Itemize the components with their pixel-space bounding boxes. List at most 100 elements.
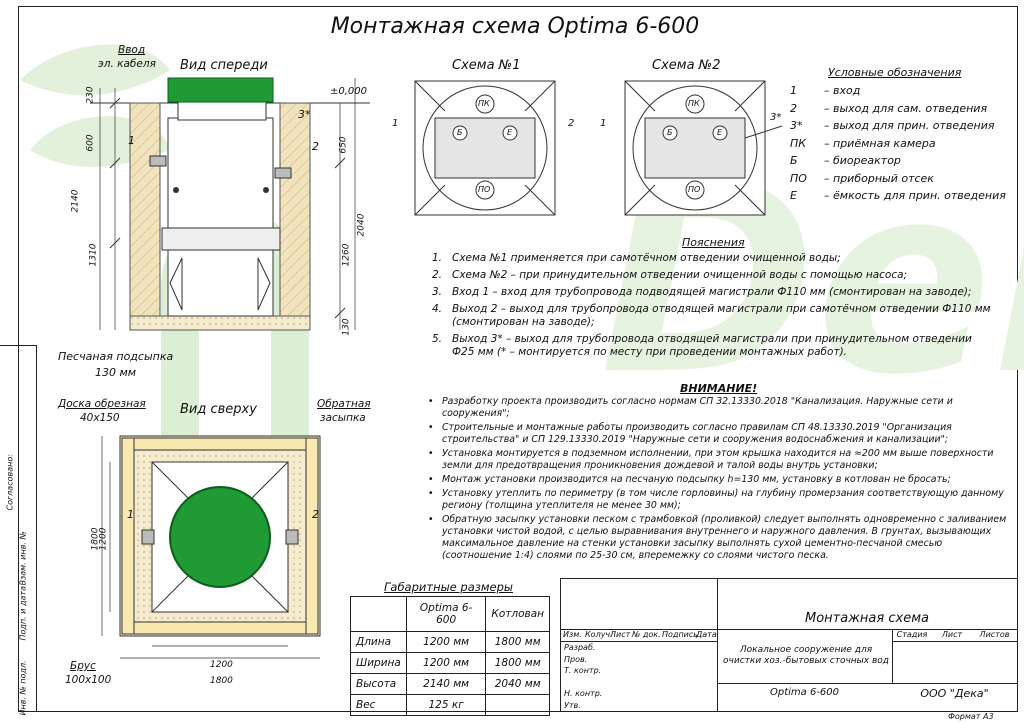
s1-pk: ПК bbox=[478, 99, 490, 108]
note-number: 1. bbox=[432, 252, 443, 264]
legend-list: 1– вход 2– выход для сам. отведения 3*– … bbox=[790, 84, 1015, 207]
table-cell: 1200 мм bbox=[405, 631, 487, 653]
legend-key: 2 bbox=[790, 101, 797, 115]
table-row: Длина 1200 мм 1800 мм bbox=[350, 631, 550, 653]
legend-text: – ёмкость для прин. отведения bbox=[824, 189, 1006, 202]
table-cell: Высота bbox=[350, 673, 407, 695]
warning-text: Установка монтируется в подземном исполн… bbox=[442, 448, 994, 471]
port-2-label: 2 bbox=[312, 140, 319, 153]
legend-key: Е bbox=[790, 189, 797, 202]
s1-port-1: 1 bbox=[392, 118, 399, 129]
s2-pk: ПК bbox=[688, 99, 700, 108]
warning-item: •Монтаж установки производится на песчан… bbox=[428, 474, 951, 485]
top-dim-left-inner: 1200 bbox=[98, 527, 109, 551]
tb-col-header: Дата bbox=[696, 630, 717, 639]
scheme-diagrams bbox=[414, 80, 783, 216]
warning-text: Разработку проекта производить согласно … bbox=[442, 396, 953, 419]
port-3-label: 3* bbox=[298, 108, 311, 121]
legend-text: – биореактор bbox=[824, 154, 901, 167]
dim-230: 230 bbox=[85, 86, 96, 104]
scheme-1-title: Схема №1 bbox=[452, 58, 521, 73]
legend-title: Условные обозначения bbox=[828, 66, 962, 79]
notes-list: 1. Схема №1 применяется при самотёчном от… bbox=[432, 252, 997, 363]
dim-1310: 1310 bbox=[88, 243, 99, 267]
top-port-2: 2 bbox=[312, 508, 319, 521]
table-cell: Вес bbox=[350, 694, 407, 716]
note-item: 3.Вход 1 – вход для трубопровода подводя… bbox=[432, 286, 997, 299]
legend-item: 1 – вход bbox=[790, 84, 1015, 102]
legend-text: – вход bbox=[824, 84, 861, 97]
legend-key: ПО bbox=[790, 171, 807, 185]
s1-b: Б bbox=[457, 128, 463, 137]
table-cell: 2140 мм bbox=[405, 673, 487, 695]
legend-key: ПК bbox=[790, 136, 807, 150]
s1-e: Е bbox=[507, 128, 513, 137]
tb-stage-header: Лист bbox=[941, 630, 963, 639]
legend-text: – приборный отсек bbox=[824, 171, 934, 185]
title-block: Изм. Колуч. Лист № док. Подпись Дата Раз… bbox=[560, 578, 1018, 712]
note-item: 4.Выход 2 – выход для трубопровода отвод… bbox=[432, 303, 997, 329]
dim-650: 650 bbox=[338, 136, 349, 154]
legend-text: – приёмная камера bbox=[824, 136, 936, 150]
tb-stage-header: Листов bbox=[979, 630, 1010, 639]
warning-item: •Строительные и монтажные работы произво… bbox=[428, 422, 1013, 446]
table-cell: 1800 мм bbox=[485, 652, 550, 674]
dim-130: 130 bbox=[341, 318, 352, 336]
side-stamp-sign: Подп. и дата bbox=[18, 586, 28, 641]
s2-b: Б bbox=[667, 128, 673, 137]
side-stamp: Согласовано: Взам. инв. № Подп. и дата И… bbox=[0, 345, 37, 716]
sand-label-1: Песчаная подсыпка bbox=[58, 350, 174, 363]
tb-role: Т. контр. bbox=[564, 666, 602, 675]
side-stamp-inv: Инв. № подл. bbox=[18, 660, 28, 716]
legend-text: – выход для сам. отведения bbox=[824, 101, 988, 115]
tb-col-header: № док. bbox=[632, 630, 661, 639]
dim-600: 600 bbox=[85, 134, 96, 152]
warning-item: •Установку утеплить по периметру (в том … bbox=[428, 488, 1013, 512]
note-number: 3. bbox=[432, 286, 443, 298]
legend-item: Б– биореактор bbox=[790, 154, 1015, 172]
tb-col-headers: Изм. Колуч. Лист № док. Подпись Дата bbox=[563, 630, 717, 639]
warning-text: Монтаж установки производится на песчану… bbox=[442, 474, 951, 485]
s2-e: Е bbox=[717, 128, 723, 137]
tb-description: Локальное сооружение для очистки хоз.-бы… bbox=[723, 645, 889, 666]
board-label-2: 40x150 bbox=[80, 412, 120, 424]
tb-col-header: Колуч. bbox=[585, 630, 613, 639]
s1-po: ПО bbox=[478, 185, 491, 194]
table-cell bbox=[485, 694, 550, 716]
table-row: Optima 6-600 Котлован bbox=[350, 596, 550, 632]
s2-port-3: 3* bbox=[770, 112, 782, 123]
tb-role: Н. контр. bbox=[564, 689, 603, 698]
legend-item: ПО – приборный отсек bbox=[790, 172, 1015, 190]
tb-role: Разраб. bbox=[564, 643, 596, 652]
page-title: Монтажная схема Optima 6-600 bbox=[330, 14, 700, 39]
s2-port-1: 1 bbox=[600, 118, 607, 129]
table-cell: 2040 мм bbox=[485, 673, 550, 695]
note-number: 5. bbox=[432, 333, 443, 345]
scheme-1-drawing bbox=[414, 80, 556, 216]
level-label: ±0,000 bbox=[330, 86, 368, 97]
tb-col-header: Лист bbox=[610, 630, 631, 639]
legend-key: 1 bbox=[790, 84, 797, 97]
warning-text: Обратную засыпку установки песком с трам… bbox=[442, 514, 1007, 561]
tb-col-header: Подпись bbox=[662, 630, 698, 639]
legend-item: 2 – выход для сам. отведения bbox=[790, 102, 1015, 120]
scheme-2-title: Схема №2 bbox=[652, 58, 721, 73]
table-row: Вес 125 кг bbox=[350, 694, 550, 716]
note-item: 5.Выход 3* – выход для трубопровода отво… bbox=[432, 333, 997, 359]
notes-title: Пояснения bbox=[682, 236, 745, 249]
note-text: Схема №1 применяется при самотёчном отве… bbox=[452, 252, 841, 264]
tb-stage-header: Стадия bbox=[896, 630, 928, 639]
table-cell: Ширина bbox=[350, 652, 407, 674]
port-1-label: 1 bbox=[128, 134, 135, 147]
legend-item: ПК – приёмная камера bbox=[790, 137, 1015, 155]
top-dim-bottom-outer: 1800 bbox=[210, 676, 233, 686]
note-number: 2. bbox=[432, 269, 443, 281]
top-dim-bottom-inner: 1200 bbox=[210, 660, 233, 670]
note-text: Выход 2 – выход для трубопровода отводящ… bbox=[452, 303, 991, 328]
side-stamp-agreed: Согласовано: bbox=[5, 454, 15, 511]
tb-company: ООО "Дека" bbox=[920, 687, 989, 700]
note-item: 1. Схема №1 применяется при самотёчном от… bbox=[432, 252, 997, 265]
s1-port-2: 2 bbox=[568, 118, 575, 129]
beam-label-2: 100x100 bbox=[65, 674, 112, 686]
dims-table: Optima 6-600 Котлован Длина 1200 мм 1800… bbox=[350, 596, 550, 716]
